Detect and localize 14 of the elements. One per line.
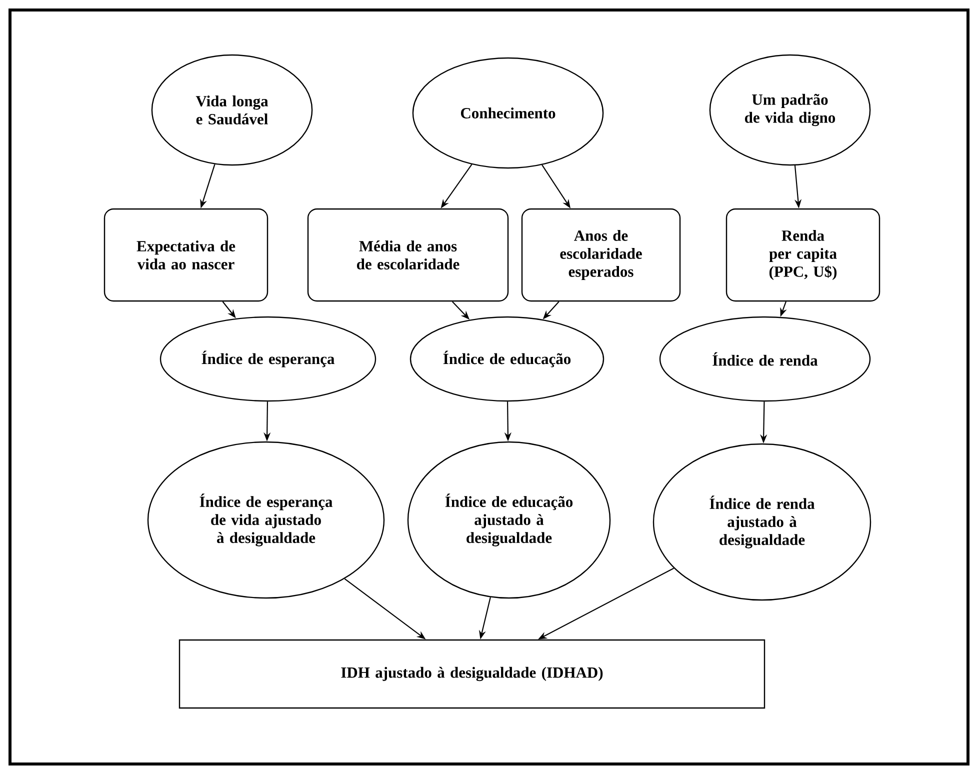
ellipse-node: Um padrão de vida digno (709, 54, 871, 166)
rounded-box: Expectativa de vida ao nascer (104, 208, 268, 302)
ellipse-node: Índice de renda (659, 316, 871, 402)
ellipse-node: Vida longa e Saudável (151, 54, 313, 166)
rounded-box: Média de anos de escolaridade (307, 208, 509, 302)
ellipse-node: Índice de educação (410, 316, 604, 402)
ellipse-node: Índice de esperança de vida ajustado à desigualdade (147, 441, 385, 599)
ellipse-node: Índice de esperança (160, 316, 376, 402)
result-box: IDH ajustado à desigualdade (IDHAD) (178, 639, 766, 709)
rounded-box: Anos de escolaridade esperados (521, 208, 681, 302)
ellipse-node: Índice de educação ajustado à desigualdade (407, 441, 611, 599)
rounded-box: Renda per capita (PPC, U$) (726, 208, 880, 302)
ellipse-node: Conhecimento (412, 57, 604, 169)
ellipse-node: Índice de renda ajustado à desigualdade (652, 443, 872, 601)
